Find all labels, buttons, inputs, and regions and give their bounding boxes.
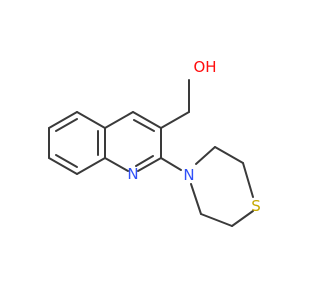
bond bbox=[48, 157, 78, 175]
hydroxyl-label: OH bbox=[193, 58, 216, 76]
bond bbox=[195, 146, 216, 165]
bond bbox=[160, 111, 190, 129]
quinoline-nitrogen-label: N bbox=[127, 165, 138, 183]
molecule-structure-diagram: OH N N S bbox=[48, 58, 261, 227]
bond-layer bbox=[48, 79, 254, 227]
sulfur-label: S bbox=[251, 197, 261, 215]
bond bbox=[231, 210, 254, 227]
bond bbox=[104, 157, 129, 172]
morpholine-nitrogen-label: N bbox=[183, 166, 194, 184]
bond bbox=[76, 157, 106, 175]
bond bbox=[48, 111, 78, 129]
bond bbox=[190, 183, 202, 215]
bond bbox=[214, 146, 244, 164]
bond bbox=[132, 111, 162, 129]
double-bond-inner bbox=[135, 155, 154, 167]
bond bbox=[200, 213, 233, 227]
double-bond-inner bbox=[55, 118, 78, 132]
double-bond-inner bbox=[133, 119, 155, 132]
bond bbox=[137, 157, 162, 172]
bond bbox=[242, 162, 254, 198]
atom-labels: OH N N S bbox=[127, 58, 260, 215]
bond bbox=[104, 111, 134, 129]
double-bond-inner bbox=[55, 154, 78, 168]
bond bbox=[160, 157, 182, 171]
bond bbox=[76, 111, 106, 129]
